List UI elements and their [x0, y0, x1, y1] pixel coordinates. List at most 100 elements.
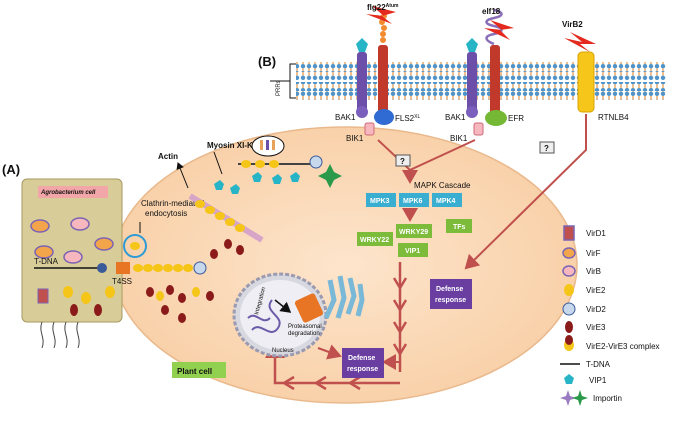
legend-item-virD2: VirD2 [562, 302, 606, 316]
wrky22-box: WRKY22 [357, 232, 393, 246]
elf18-coil [485, 8, 503, 46]
bolt-flg22 [366, 6, 396, 24]
plasma-membrane [296, 62, 666, 100]
panel-label-a: (A) [2, 162, 20, 177]
svg-text:MPK6: MPK6 [403, 198, 423, 205]
virD1-icon [563, 225, 575, 241]
defense-response-box-center: Defense response [342, 348, 384, 378]
agrobacterium-cell [21, 178, 123, 349]
arrow-efr-to-mapk [402, 139, 476, 184]
svg-text:T-DNA: T-DNA [586, 360, 611, 369]
svg-text:response: response [347, 366, 378, 373]
bik1-right-label: BIK1 [450, 134, 468, 143]
legend-item-virE2: VirE2 [564, 284, 606, 296]
myosin-label: Myosin XI-K [207, 141, 253, 150]
t4ss-label: T4SS [112, 277, 132, 286]
svg-text:MPK3: MPK3 [370, 198, 390, 205]
vip1-box: VIP1 [398, 243, 428, 257]
agrobacterium-label: Agrobacterium cell [40, 190, 96, 196]
bik1-left-label: BIK1 [346, 134, 364, 143]
clathrin-endocytosis-vesicle [123, 234, 147, 258]
virb2-label: VirB2 [562, 20, 583, 29]
svg-text:VirF: VirF [586, 249, 601, 258]
svg-text:TFs: TFs [453, 224, 466, 231]
proteasome [294, 293, 324, 323]
wrky29-box: WRKY29 [396, 224, 432, 238]
legend-item-importin: Importin [560, 390, 622, 406]
bolt-elf18 [484, 20, 514, 40]
svg-text:?: ? [400, 157, 405, 166]
svg-text:?: ? [544, 144, 549, 153]
bak1-right-label: BAK1 [445, 113, 466, 122]
arrow-nucleus-to-defense [317, 344, 342, 360]
svg-text:VirE3: VirE3 [586, 323, 606, 332]
endocytosis-label-1: Clathrin-mediated [141, 199, 204, 208]
proteasomal-label-1: Proteasomal [288, 324, 322, 330]
legend-item-virD1: VirD1 [563, 225, 606, 241]
nucleus-label: Nucleus [272, 348, 294, 354]
svg-text:Plant cell: Plant cell [177, 367, 212, 376]
legend-item-vip1: VIP1 [564, 374, 607, 385]
svg-text:VirE2-VirE3 complex: VirE2-VirE3 complex [586, 342, 660, 351]
tfs-box: TFs [446, 219, 472, 233]
efr-complex [466, 8, 507, 136]
svg-text:Defense: Defense [436, 286, 463, 293]
svg-text:VirD2: VirD2 [586, 305, 606, 314]
question-box-2 [539, 141, 555, 154]
efr-label: EFR [508, 114, 524, 123]
virE2-icon [564, 284, 574, 296]
mpk6-box: MPK6 [399, 193, 429, 207]
mpk3-box: MPK3 [366, 193, 396, 207]
endocytosis-label-2: endocytosis [145, 209, 187, 218]
legend-item-tdna: T-DNA [560, 360, 611, 369]
rtnlb4-protein [577, 51, 595, 113]
panel-label-b: (B) [258, 54, 276, 69]
bak1-ectodomain-left [356, 38, 368, 52]
svg-text:Defense: Defense [348, 355, 375, 362]
svg-text:WRKY22: WRKY22 [360, 237, 389, 244]
chromatin [251, 299, 281, 333]
t4ss-channel [116, 262, 130, 274]
prrs-label: PRRs [276, 80, 282, 96]
legend-item-virE3: VirE3 [565, 321, 606, 333]
nuclear-pore-complex [323, 275, 365, 320]
svg-text:WRKY29: WRKY29 [399, 229, 428, 236]
elf18-label: elf18 [482, 7, 501, 16]
svg-text:VIP1: VIP1 [589, 376, 607, 385]
virF-icon [562, 247, 576, 259]
defense-response-box-right: Defense response [430, 279, 472, 309]
legend-item-virB: VirB [562, 265, 601, 277]
virE3-icon [565, 321, 573, 333]
arrow-rtnlb4-to-defense [464, 114, 587, 270]
nucleus [232, 272, 328, 358]
rtnlb4-label: RTNLB4 [598, 113, 629, 122]
svg-text:response: response [435, 297, 466, 304]
plant-cell-label-box: Plant cell [172, 362, 226, 378]
virE2-virE3-complex-icon [565, 335, 573, 345]
fls2-label: FLS2XL [395, 114, 420, 123]
svg-text:VirD1: VirD1 [586, 229, 606, 238]
virB-icon [562, 265, 576, 277]
legend: VirD1 VirF VirB VirE2 VirD2 VirE3 VirE2-… [560, 225, 660, 406]
vip1-icon [564, 374, 574, 384]
actin-label: Actin [158, 152, 178, 161]
mapk-cascade-title: MAPK Cascade [414, 181, 471, 190]
virD2-icon [562, 302, 576, 316]
cytoplasm-effectors [146, 239, 244, 323]
svg-text:Importin: Importin [593, 394, 622, 403]
vip1-importin-cluster [238, 155, 342, 188]
bolt-virb2 [564, 32, 596, 52]
prrs-bracket [289, 63, 296, 99]
flg22-label: flg22Atum [367, 3, 399, 12]
svg-text:VIP1: VIP1 [405, 248, 420, 255]
bak1-left-label: BAK1 [335, 113, 356, 122]
importin-icon [560, 390, 576, 406]
svg-text:VirB: VirB [586, 267, 601, 276]
legend-item-virE2-virE3: VirE2-VirE3 complex [564, 335, 660, 351]
actin-filament [188, 180, 264, 243]
tdna-transfer-complex [133, 261, 207, 275]
svg-text:MPK4: MPK4 [436, 198, 456, 205]
question-box-1 [395, 154, 411, 167]
